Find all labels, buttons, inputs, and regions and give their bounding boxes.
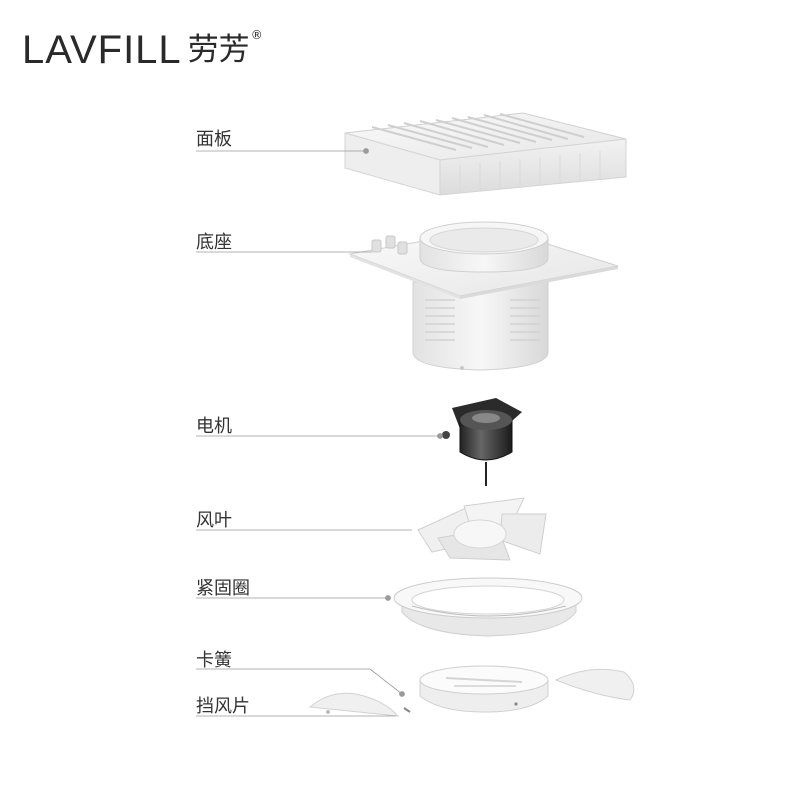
- label-motor: 电机: [196, 416, 232, 437]
- label-fan-blade: 风叶: [196, 510, 232, 531]
- brand-name-cn: 劳芳: [187, 32, 250, 68]
- label-base: 底座: [196, 232, 232, 253]
- base-part: [348, 221, 619, 371]
- registered-mark: ®: [250, 28, 263, 42]
- spring-clip-part: [419, 665, 549, 713]
- motor-part: [442, 398, 522, 486]
- label-wind-flap: 挡风片: [196, 696, 250, 717]
- fastening-ring-part: [393, 577, 583, 637]
- wind-flap-part: [308, 668, 635, 717]
- panel-part: [344, 112, 627, 196]
- label-panel: 面板: [196, 129, 232, 150]
- label-spring-clip: 卡簧: [196, 650, 232, 671]
- leader-lines: [196, 148, 443, 717]
- label-fastening-ring: 紧固圈: [196, 578, 250, 599]
- fan-blade-part: [417, 497, 547, 561]
- brand-logo: LAVFILL 劳芳 ®: [22, 28, 263, 72]
- brand-name: LAVFILL: [22, 28, 182, 72]
